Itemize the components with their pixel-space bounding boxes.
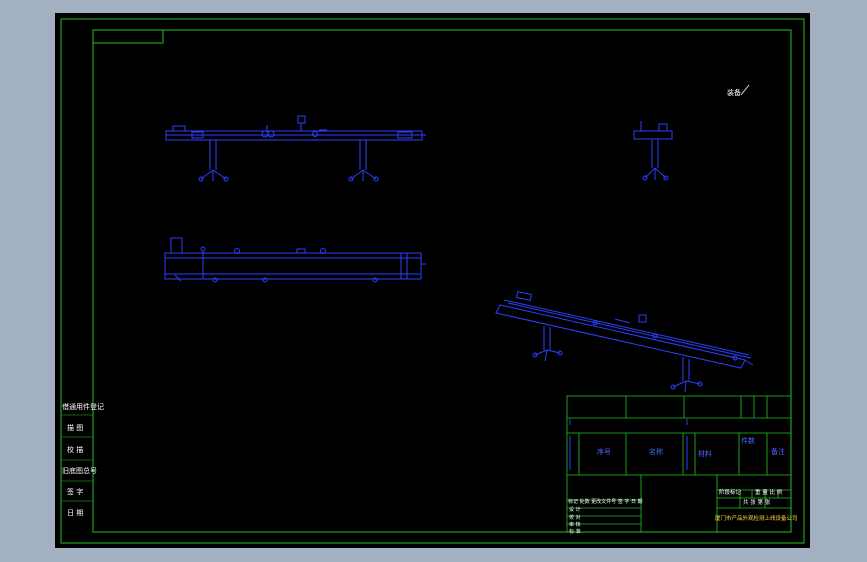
left-strip-row: 旧底图总号 [62, 467, 97, 475]
sign-row: 标 准 [569, 529, 581, 535]
left-strip-row: 签 字 [67, 488, 84, 496]
outer-frame [60, 18, 805, 544]
title-block-label: 名称 [649, 448, 663, 456]
drawing-canvas [60, 18, 805, 544]
isometric-view-conveyor [495, 291, 754, 393]
left-strip-dividers [61, 414, 93, 502]
company-name: 厦门市产品外观检测上线设备公司 [715, 516, 798, 522]
drawing-sheet: 借通用件登记 描 图 校 描 旧底图总号 签 字 日 期 装备 序号 名称 材料… [55, 13, 810, 548]
title-block-label: 件数 [741, 437, 755, 445]
corner-code-box [92, 29, 164, 44]
left-strip-row: 描 图 [67, 424, 84, 432]
sign-row: 标记 处数 更改文件号 签 字 日 期 [568, 499, 643, 505]
sign-row: 审 核 [569, 522, 581, 528]
left-strip-row: 日 期 [67, 509, 84, 517]
front-view-conveyor [165, 115, 426, 182]
sign-row: 设 计 [569, 507, 581, 513]
title-block [566, 395, 792, 533]
title-block-label: 材料 [698, 450, 712, 458]
top-view-conveyor [164, 237, 426, 283]
side-view-conveyor [633, 121, 673, 181]
sign-row: 校 对 [569, 515, 581, 521]
tech-note-label: 装备 [727, 89, 741, 97]
weight-scale-header: 重 量 比 例 [755, 490, 783, 496]
sheet-count: 共 张 第 张 [743, 500, 771, 506]
inner-frame [92, 29, 792, 533]
left-strip-row: 借通用件登记 [62, 403, 104, 411]
title-block-label: 备注 [771, 448, 785, 456]
title-block-label: 序号 [597, 448, 611, 456]
title-block-marks [569, 417, 758, 470]
left-strip-row: 校 描 [67, 446, 84, 454]
stage-header: 阶段标记 [719, 490, 742, 496]
annotation-leader [740, 84, 750, 96]
